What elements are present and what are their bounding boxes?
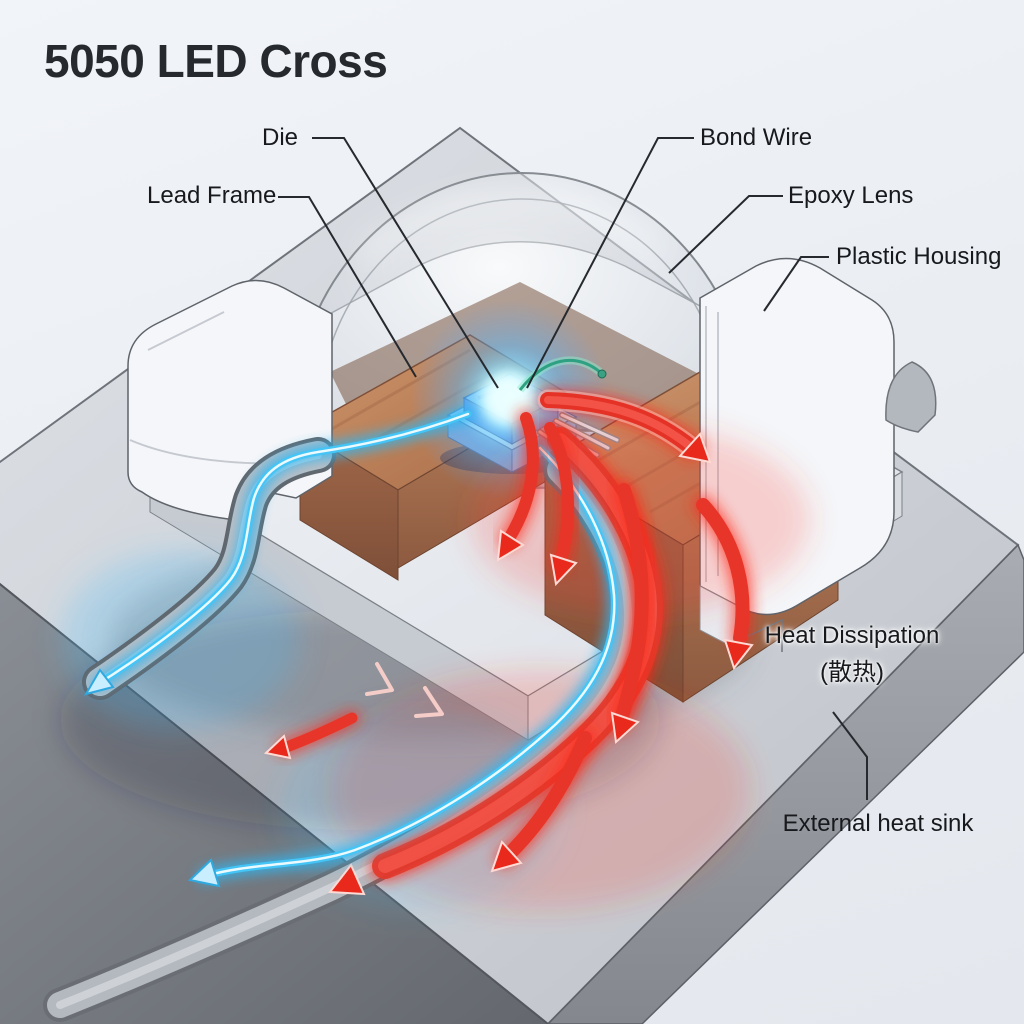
label-bond-wire: Bond Wire [700,124,813,151]
label-external-heat-sink: External heat sink [782,810,974,837]
label-heat-dissipation: Heat Dissipation [764,622,940,649]
bond-wire [516,356,607,393]
blue-current-arrow-left [83,406,476,696]
page-title: 5050 LED Cross [44,35,388,87]
leader-lines [278,137,868,800]
heat-arrows [496,389,754,745]
blue-current-arrow-center [187,440,622,888]
label-epoxy-lens: Epoxy Lens [788,182,914,209]
label-lead-frame: Lead Frame [147,182,277,209]
label-heat-dissipation-cn: (散热) [820,659,884,686]
label-die: Die [262,124,299,151]
plastic-housing-left-block [127,279,333,521]
label-plastic-housing: Plastic Housing [836,243,1002,270]
right-lead-clip [885,361,937,433]
